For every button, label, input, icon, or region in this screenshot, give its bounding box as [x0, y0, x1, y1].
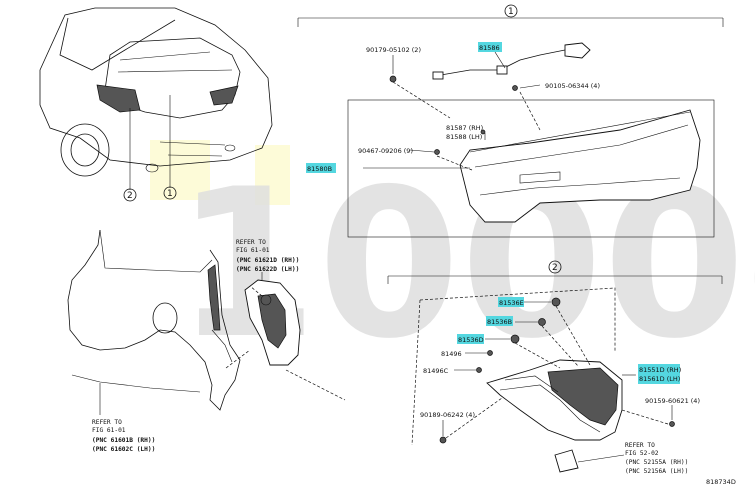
label-81496c: 81496C [423, 367, 449, 375]
ref3-line-3: (PNC 52155A (RH)) [625, 459, 688, 466]
label-90189-06242: 90189-06242 (4) [420, 411, 475, 419]
ref3-line-4: (PNC 52156A (LH)) [625, 468, 688, 475]
ref1-line-2: FIG 61-01 [236, 247, 270, 254]
ref2-line-3: (PNC 61601B (RH)) [92, 437, 155, 444]
quarter-panel-view [67, 229, 241, 415]
rear-spoiler-part [389, 75, 701, 223]
spoiler-box [347, 99, 715, 238]
ref2-line-1: REFER TO [92, 419, 122, 426]
lamp-housing-part [225, 272, 346, 401]
label-81536e: 81536E [499, 299, 524, 307]
label-81551d: 81551D (RH) [639, 366, 681, 374]
ref-61601b: REFER TO FIG 61-01 (PNC 61601B (RH)) (PN… [92, 419, 155, 453]
callout-2-group: 2 [552, 263, 558, 273]
label-81561d: 81561D (LH) [639, 375, 680, 383]
label-81496: 81496 [441, 350, 462, 358]
label-81536d: 81536D [458, 336, 484, 344]
label-90179-05102: 90179-05102 (2) [366, 46, 421, 54]
callout-1-vehicle: 1 [167, 189, 173, 199]
label-81586: 81586 [479, 44, 500, 52]
ref-52155a: REFER TO FIG 52-02 (PNC 52155A (RH)) (PN… [625, 442, 688, 475]
label-81536b: 81536B [487, 318, 512, 326]
ref3-line-1: REFER TO [625, 442, 655, 449]
ref2-line-4: (PNC 61602C (LH)) [92, 446, 155, 453]
wire-harness-part [432, 42, 591, 80]
ref2-line-2: FIG 61-01 [92, 427, 126, 434]
label-81588: 81588 (LH) [446, 133, 482, 141]
group-2-frame [411, 287, 616, 446]
leaders-group-1 [363, 51, 541, 171]
callout-1-group: 1 [508, 7, 514, 17]
figure-id: 818734D [706, 478, 736, 485]
ref1-line-4: (PNC 61622D (LH)) [236, 266, 299, 273]
group-2-bracket: 2 [387, 260, 723, 284]
tail-lamp-part [439, 297, 675, 473]
group-1-bracket: 1 [297, 4, 724, 27]
ref1-line-3: (PNC 61621D (RH)) [236, 257, 299, 264]
label-90467-09206: 90467-09206 (9) [358, 147, 413, 155]
vehicle-rear-view: 2 1 [39, 7, 273, 202]
callout-2-vehicle: 2 [127, 191, 133, 201]
ref1-line-1: REFER TO [236, 239, 266, 246]
label-90159-60621: 90159-60621 (4) [645, 397, 700, 405]
leaders-group-2 [442, 301, 673, 463]
ref-61621d: REFER TO FIG 61-01 (PNC 61621D (RH)) (PN… [236, 239, 299, 273]
label-81580b: 81580B [307, 165, 332, 173]
ref3-line-2: FIG 52-02 [625, 450, 659, 457]
label-90105-06344: 90105-06344 (4) [545, 82, 600, 90]
label-81587: 81587 (RH) [446, 124, 483, 132]
